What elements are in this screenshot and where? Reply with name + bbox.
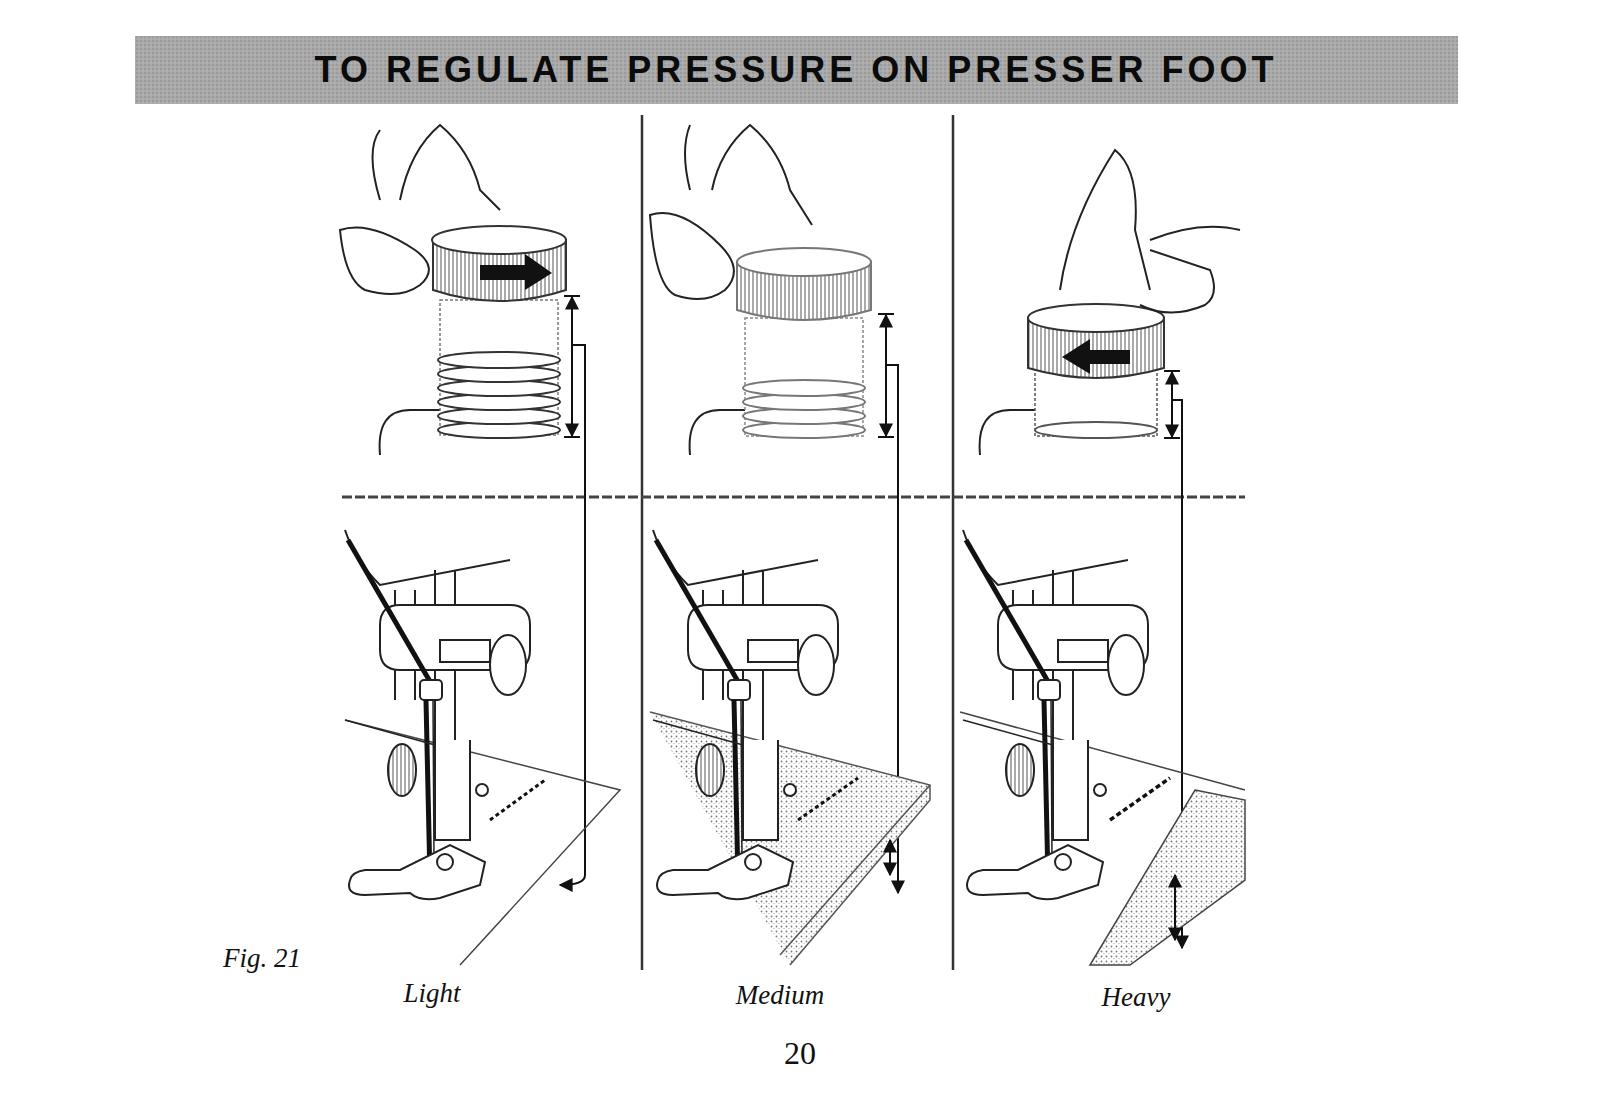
title-banner-text: TO REGULATE PRESSURE ON PRESSER FOOT bbox=[315, 49, 1278, 91]
page-number: 20 bbox=[784, 1035, 816, 1072]
setting-label: Medium bbox=[736, 980, 824, 1011]
setting-label: Light bbox=[403, 978, 460, 1009]
figure-caption: Fig. 21 bbox=[223, 943, 301, 974]
setting-label: Heavy bbox=[1102, 982, 1171, 1013]
